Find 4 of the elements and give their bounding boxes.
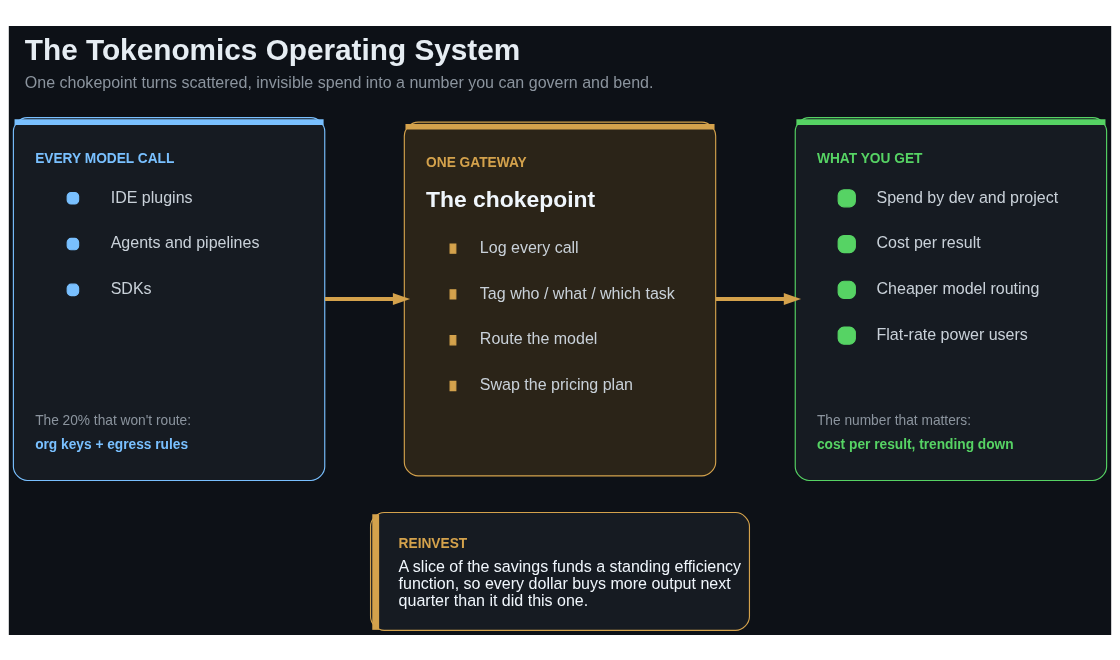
arrow	[715, 292, 802, 305]
diagram-title: The Tokenomics Operating System	[24, 32, 521, 66]
arrow	[324, 292, 411, 305]
caption: One chokepoint turns scattered, invisible spend into a number you can govern and bend.	[24, 72, 654, 91]
